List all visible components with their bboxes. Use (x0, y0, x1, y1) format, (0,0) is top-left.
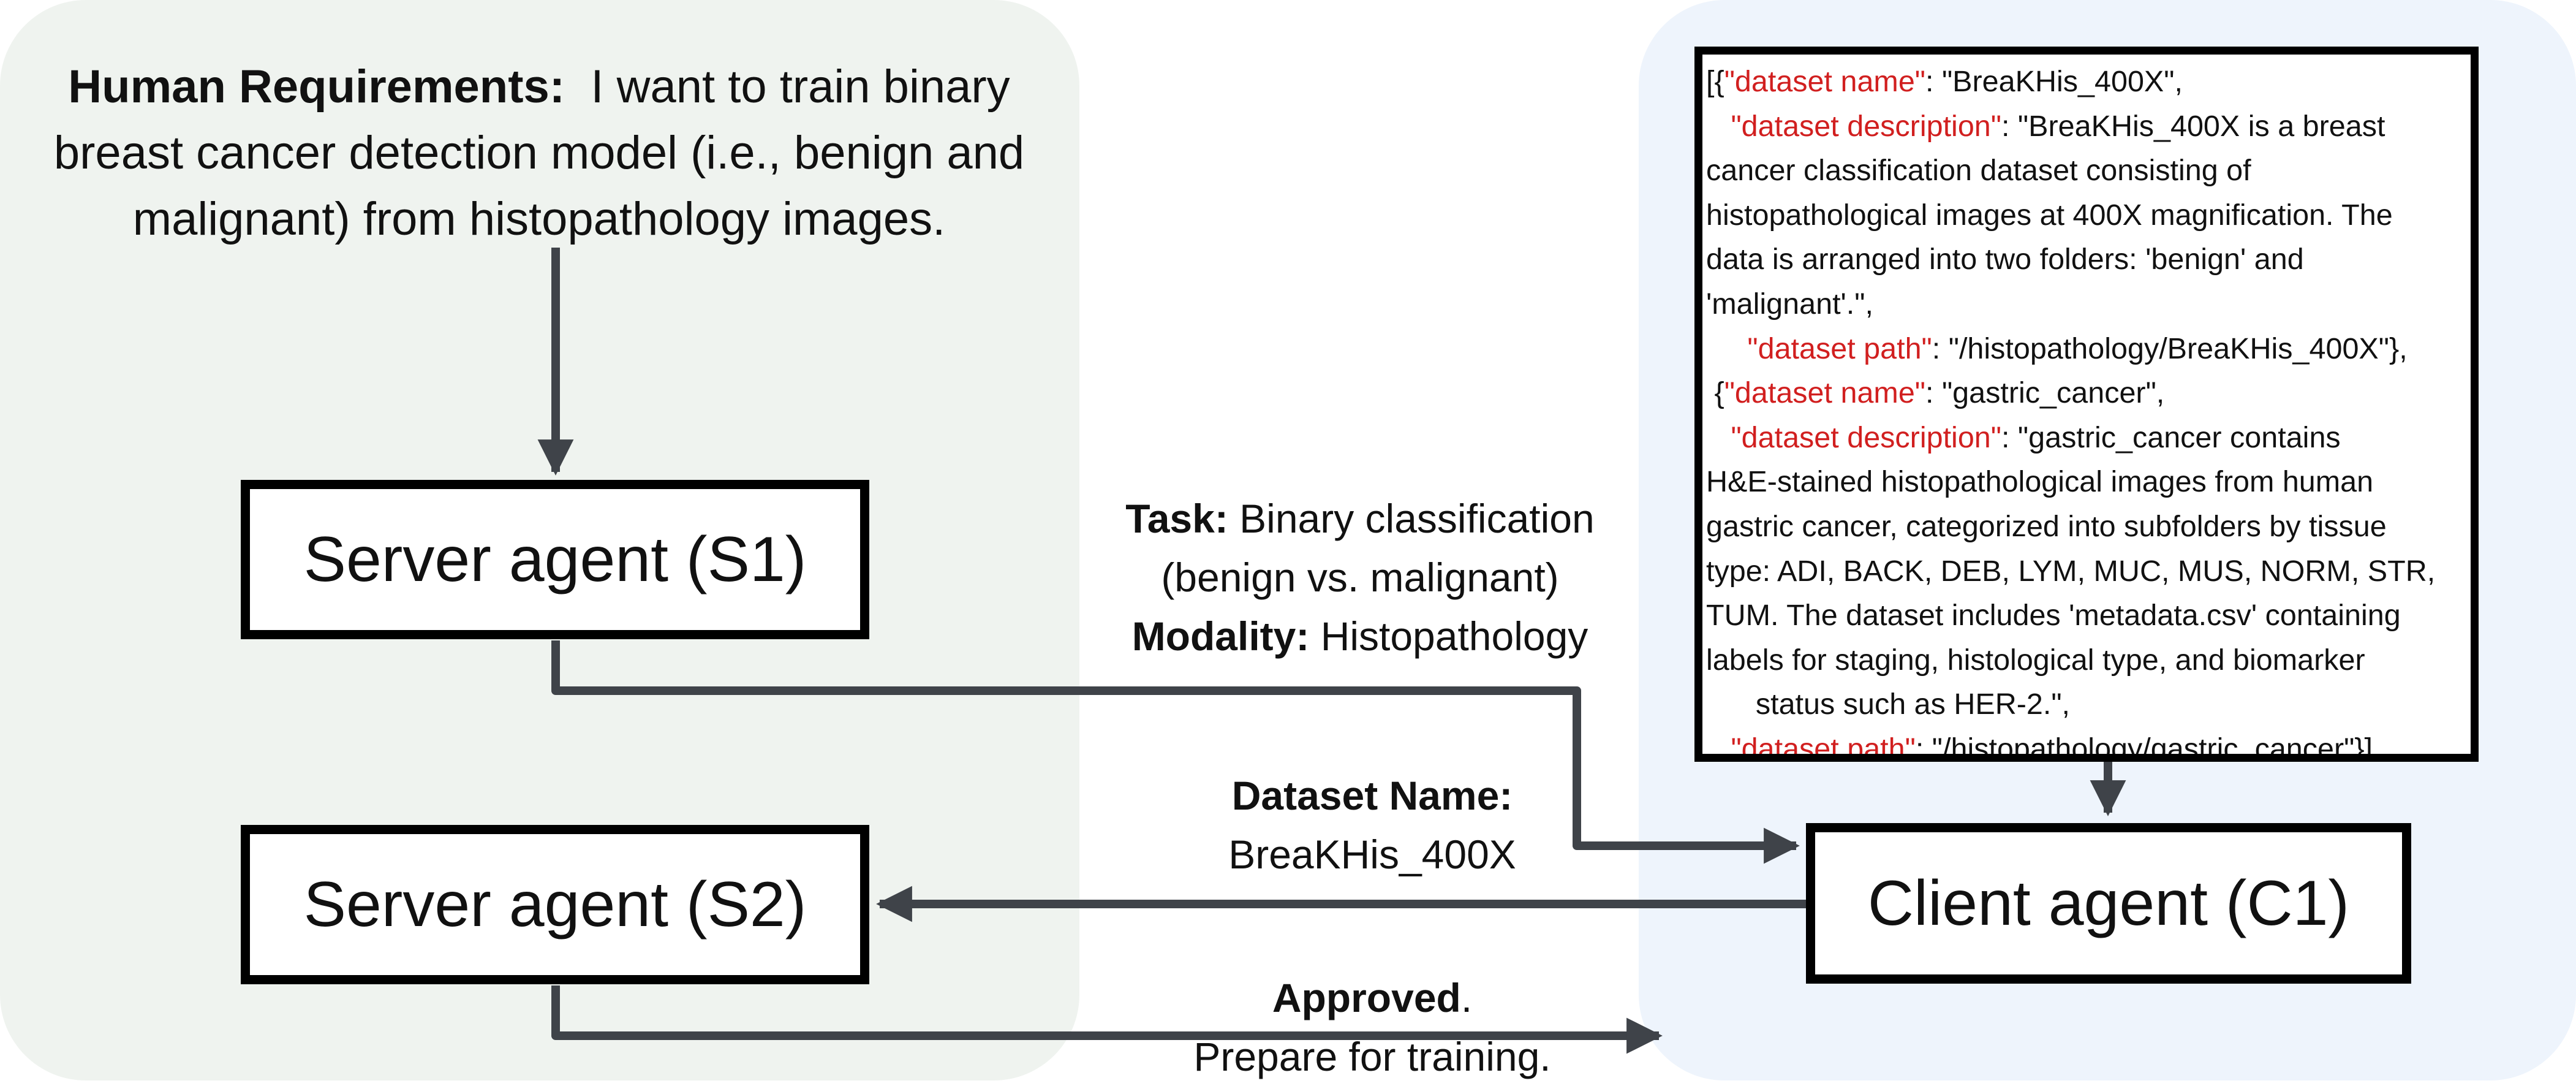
json-text: : "/histopathology/BreaKHis_400X"}, (1932, 332, 2408, 365)
json-line: status such as HER-2.", (1706, 682, 2468, 727)
json-text: { (1706, 376, 1724, 410)
json-line: labels for staging, histological type, a… (1706, 638, 2468, 683)
approved-label: Approved (1272, 975, 1461, 1020)
task-detail: (benign vs. malignant) (1161, 555, 1559, 600)
client-agent-c1: Client agent (C1) (1806, 823, 2411, 984)
json-text: data is arranged into two folders: 'beni… (1706, 243, 2304, 276)
json-text: gastric cancer, categorized into subfold… (1706, 509, 2387, 543)
json-text (1706, 332, 1747, 365)
json-line: {"dataset name": "gastric_cancer", (1706, 371, 2468, 416)
task-label: Task: (1125, 496, 1228, 541)
json-text: type: ADI, BACK, DEB, LYM, MUC, MUS, NOR… (1706, 554, 2436, 588)
json-line: histopathological images at 400X magnifi… (1706, 193, 2468, 238)
task-message: Task: Binary classification (benign vs. … (1078, 489, 1642, 666)
json-text: : "/histopathology/gastric_cancer"}] (1915, 732, 2373, 762)
server-agent-s1: Server agent (S1) (241, 480, 869, 639)
json-key: "dataset path" (1747, 332, 1932, 365)
json-text: TUM. The dataset includes 'metadata.csv'… (1706, 599, 2401, 632)
json-line: data is arranged into two folders: 'beni… (1706, 237, 2468, 282)
json-line: "dataset path": "/histopathology/gastric… (1706, 727, 2468, 762)
json-text: 'malignant'.", (1706, 287, 1873, 321)
json-key: "dataset description" (1731, 109, 2001, 143)
json-text: : "gastric_cancer", (1925, 376, 2165, 410)
modality-text: Histopathology (1320, 613, 1588, 659)
json-line: TUM. The dataset includes 'metadata.csv'… (1706, 593, 2468, 638)
human-requirements-label: Human Requirements: (68, 61, 565, 113)
json-text: : "gastric_cancer contains (2001, 420, 2341, 454)
json-text (1706, 421, 1731, 454)
json-key: "dataset description" (1731, 420, 2001, 454)
json-line: "dataset description": "gastric_cancer c… (1706, 416, 2468, 460)
json-line: cancer classification dataset consisting… (1706, 148, 2468, 193)
approved-period: . (1460, 975, 1473, 1020)
json-text: [{ (1706, 65, 1724, 98)
s2-to-client-arrow (551, 985, 1663, 1054)
json-line: "dataset description": "BreaKHis_400X is… (1706, 104, 2468, 149)
json-text: H&E-stained histopathological images fro… (1706, 465, 2374, 499)
json-line: 'malignant'.", (1706, 282, 2468, 327)
json-text: status such as HER-2.", (1706, 688, 2071, 721)
json-key: "dataset path" (1731, 732, 1916, 762)
json-text: labels for staging, histological type, a… (1706, 643, 2365, 677)
json-text (1706, 732, 1731, 754)
json-line: "dataset path": "/histopathology/BreaKHi… (1706, 327, 2468, 371)
json-text (1706, 110, 1731, 143)
json-key: "dataset name" (1724, 376, 1926, 410)
prepare-training-text: Prepare for training. (1193, 1034, 1551, 1079)
dataset-response-message: Dataset Name: BreaKHis_400X (1127, 766, 1617, 884)
json-line: type: ADI, BACK, DEB, LYM, MUC, MUS, NOR… (1706, 549, 2468, 594)
dataset-catalog-json: [{"dataset name": "BreaKHis_400X", "data… (1694, 47, 2479, 762)
human-requirements: Human Requirements: I want to train bina… (31, 54, 1048, 253)
dataset-name-label: Dataset Name: (1231, 773, 1513, 818)
json-key: "dataset name" (1724, 65, 1926, 98)
human-requirements-text: I want to train binary breast cancer det… (53, 61, 1025, 245)
dataset-name-value: BreaKHis_400X (1228, 832, 1516, 877)
s1-to-c1-arrow (551, 640, 1800, 864)
server-agent-s2: Server agent (S2) (241, 825, 869, 984)
json-text: cancer classification dataset consisting… (1706, 154, 2251, 188)
json-text: : "BreaKHis_400X is a breast (2001, 109, 2385, 143)
approval-message: Approved. Prepare for training. (1115, 968, 1630, 1086)
json-text: histopathological images at 400X magnifi… (1706, 198, 2393, 232)
json-line: H&E-stained histopathological images fro… (1706, 460, 2468, 504)
json-line: gastric cancer, categorized into subfold… (1706, 504, 2468, 549)
modality-label: Modality: (1131, 613, 1310, 659)
json-text: : "BreaKHis_400X", (1925, 65, 2183, 98)
json-line: [{"dataset name": "BreaKHis_400X", (1706, 59, 2468, 104)
task-text: Binary classification (1239, 496, 1595, 541)
